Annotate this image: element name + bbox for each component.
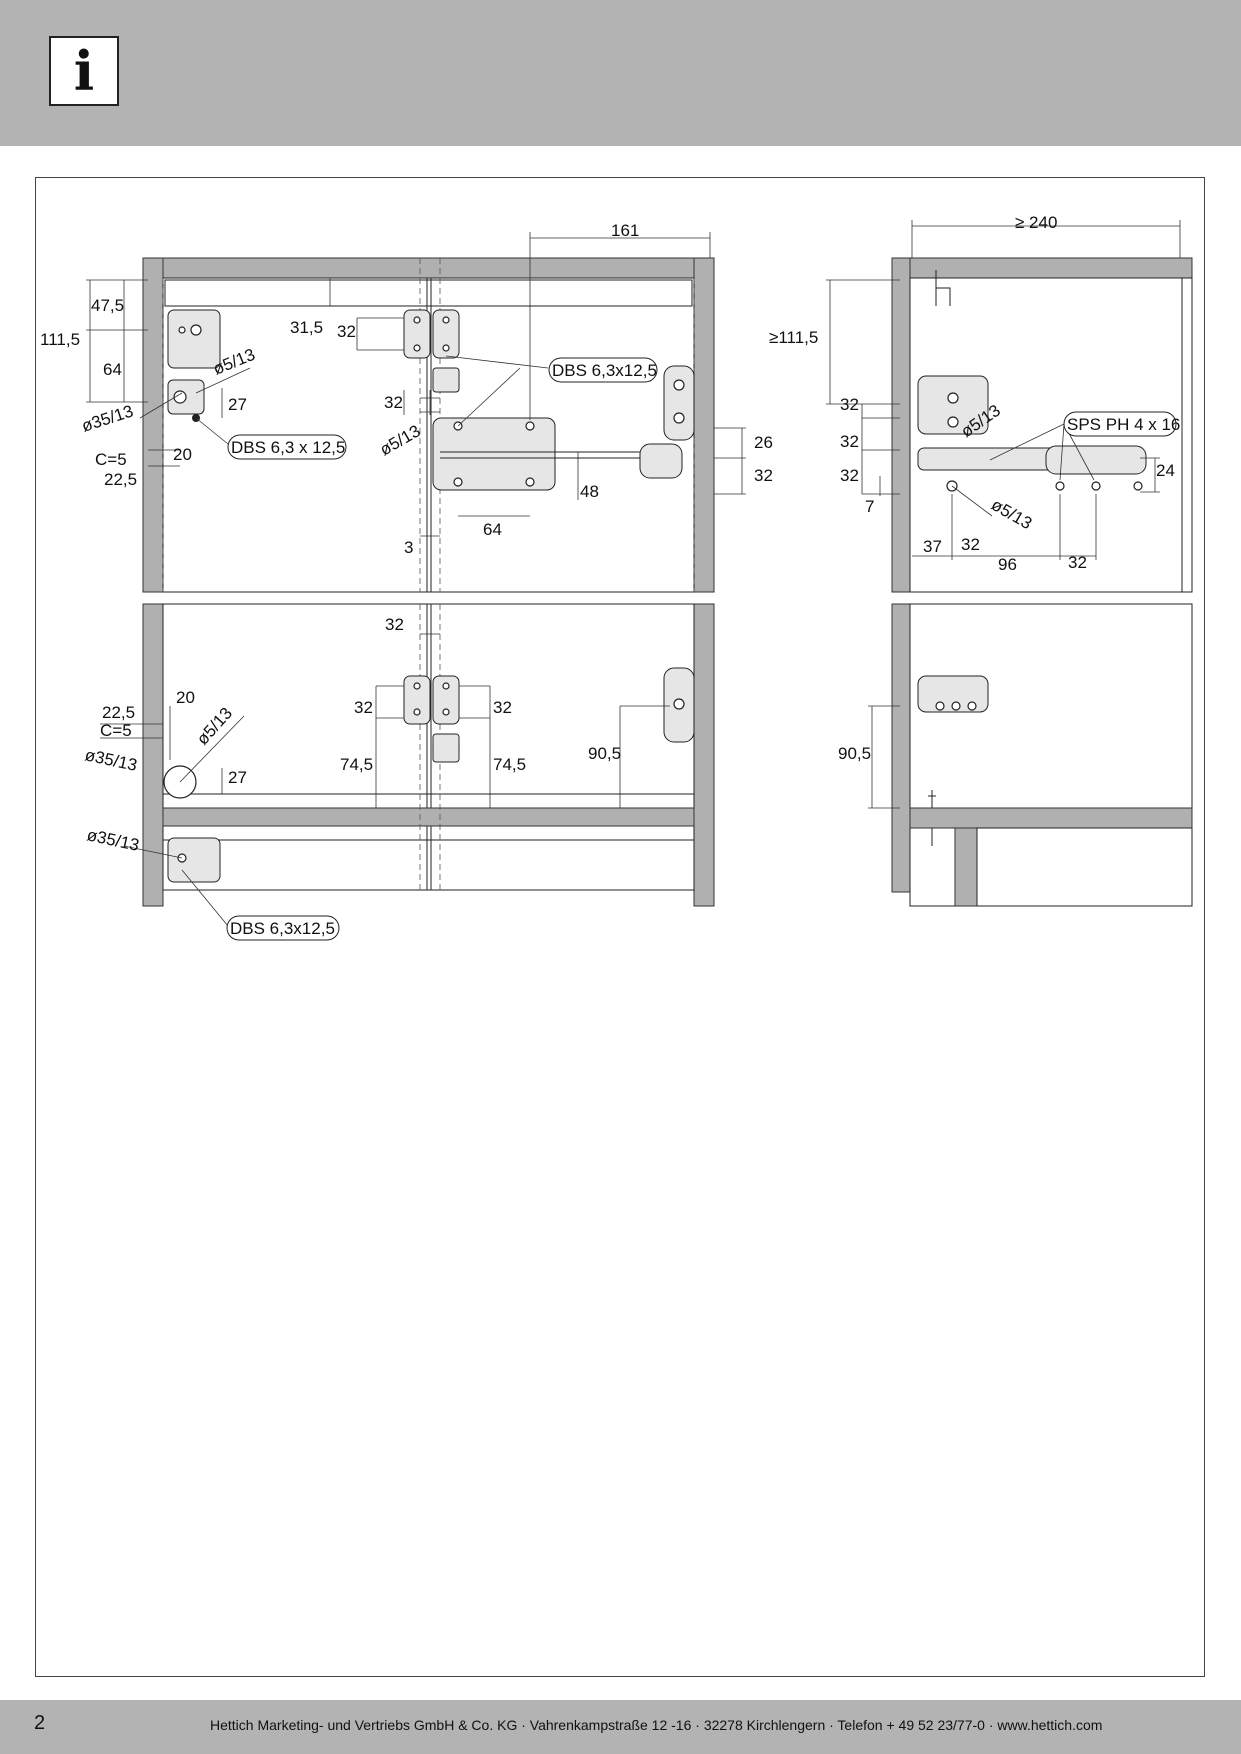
page-number: 2 bbox=[34, 1712, 46, 1734]
callout-sps-border bbox=[1063, 411, 1177, 437]
upper-front-view bbox=[86, 232, 746, 593]
shelf-panel bbox=[162, 807, 695, 827]
dim-32-r1: 32 bbox=[840, 395, 859, 414]
dim-90-5-b: 90,5 bbox=[838, 744, 871, 763]
dim-27-b: 27 bbox=[228, 768, 247, 787]
footer-bar bbox=[0, 1700, 1241, 1754]
lift-mechanism-plate bbox=[432, 417, 556, 491]
callout-sps: SPS PH 4 x 16 bbox=[1067, 415, 1180, 434]
dim-161: 161 bbox=[611, 221, 639, 240]
dim-64: 64 bbox=[103, 360, 122, 379]
side-top-panel bbox=[909, 257, 1193, 279]
dim-ge240: ≥ 240 bbox=[1015, 213, 1057, 232]
header-bar bbox=[0, 0, 1241, 146]
dim-90-5-a: 90,5 bbox=[588, 744, 621, 763]
dim-phi5-b: ø5/13 bbox=[377, 421, 424, 459]
dim-phi5-c: ø5/13 bbox=[193, 704, 236, 749]
dim-22-5-b: 22,5 bbox=[102, 703, 135, 722]
right-side-panel bbox=[693, 257, 715, 593]
door-outline bbox=[162, 277, 695, 593]
dim-c5-b: C=5 bbox=[100, 721, 132, 740]
dim-47-5: 47,5 bbox=[91, 296, 124, 315]
top-rail bbox=[164, 279, 693, 307]
lift-cylinder bbox=[639, 443, 683, 479]
mounting-plate-left bbox=[403, 309, 431, 359]
dim-37: 37 bbox=[923, 537, 942, 556]
side-bracket bbox=[935, 270, 951, 306]
side-door-panel bbox=[891, 257, 911, 593]
lower-side-view bbox=[868, 603, 1193, 907]
drawing-frame bbox=[35, 177, 1205, 1677]
dim-24: 24 bbox=[1156, 461, 1175, 480]
dim-48: 48 bbox=[580, 482, 599, 501]
dim-32-f: 32 bbox=[493, 698, 512, 717]
dim-32-b: 32 bbox=[384, 393, 403, 412]
upper-side-view bbox=[826, 220, 1193, 593]
callout-dbs-b-border bbox=[227, 434, 347, 460]
dim-phi35-c: ø35/13 bbox=[85, 825, 141, 855]
dim-3: 3 bbox=[404, 538, 413, 557]
dim-27-a: 27 bbox=[228, 395, 247, 414]
dim-32-r4: 32 bbox=[961, 535, 980, 554]
callout-dbs-c-border bbox=[226, 915, 340, 941]
dim-32-r3: 32 bbox=[840, 466, 859, 485]
dim-ge111-5: ≥111,5 bbox=[769, 328, 818, 347]
side-hinge bbox=[917, 375, 989, 435]
dim-20-b: 20 bbox=[176, 688, 195, 707]
top-panel bbox=[162, 257, 695, 279]
dim-phi35-b: ø35/13 bbox=[83, 745, 139, 775]
dim-32-r5: 32 bbox=[1068, 553, 1087, 572]
dim-26: 26 bbox=[754, 433, 773, 452]
left-side-panel bbox=[142, 257, 164, 593]
callout-dbs-a-border bbox=[548, 357, 658, 383]
left-hinge-top bbox=[167, 309, 221, 369]
callout-dbs-a: DBS 6,3x12,5 bbox=[552, 361, 657, 380]
dim-74-5-a: 74,5 bbox=[340, 755, 373, 774]
info-icon: i bbox=[49, 36, 119, 106]
dim-phi5-r2: ø5/13 bbox=[988, 495, 1035, 533]
dim-20-a: 20 bbox=[173, 445, 192, 464]
dim-64-b: 64 bbox=[483, 520, 502, 539]
dim-74-5-b: 74,5 bbox=[493, 755, 526, 774]
dim-phi35-a: ø35/13 bbox=[79, 401, 135, 435]
dim-32-r2: 32 bbox=[840, 432, 859, 451]
dim-31-5: 31,5 bbox=[290, 318, 323, 337]
callout-dbs-b: DBS 6,3 x 12,5 bbox=[231, 438, 345, 457]
footer-address: Hettich Marketing- und Vertriebs GmbH & … bbox=[210, 1717, 1103, 1733]
mounting-plate-right bbox=[432, 309, 460, 359]
dim-96: 96 bbox=[998, 555, 1017, 574]
lower-front-view bbox=[100, 603, 715, 927]
callout-dbs-c: DBS 6,3x12,5 bbox=[230, 919, 335, 938]
dim-22-5-a: 22,5 bbox=[104, 470, 137, 489]
dim-c5-a: C=5 bbox=[95, 450, 127, 469]
right-hinge bbox=[663, 365, 695, 441]
dim-7: 7 bbox=[865, 497, 874, 516]
dim-32-a: 32 bbox=[337, 322, 356, 341]
dim-32-e: 32 bbox=[354, 698, 373, 717]
dim-111-5: 111,5 bbox=[40, 330, 80, 349]
side-lift-cylinder bbox=[1045, 445, 1147, 475]
dim-32-d: 32 bbox=[385, 615, 404, 634]
dim-32-c: 32 bbox=[754, 466, 773, 485]
